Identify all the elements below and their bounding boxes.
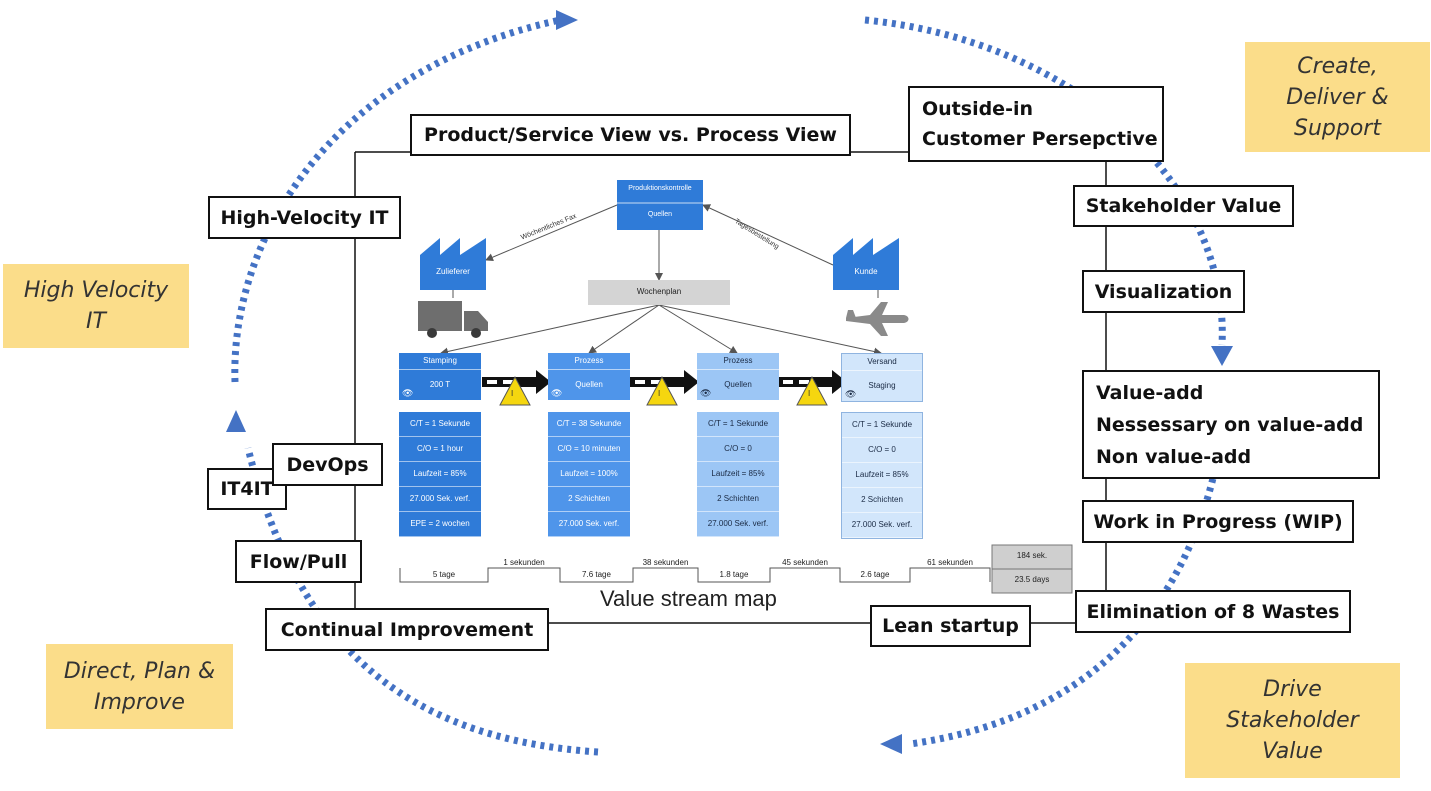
label-stakeholder-value: Stakeholder Value [1073, 185, 1294, 227]
process-value: Staging [868, 381, 896, 390]
arrowhead-left [226, 410, 246, 432]
data-row: C/T = 38 Sekunde [548, 412, 630, 437]
data-row: C/T = 1 Sekunde [399, 412, 481, 437]
data-box-1: C/T = 1 Sekunde C/O = 1 hour Laufzeit = … [399, 412, 481, 537]
data-row: 27.000 Sek. verf. [548, 512, 630, 537]
cycle-time: 38 sekunden [642, 558, 689, 567]
total-lead-time: 23.5 days [1014, 575, 1050, 584]
label-outside-in: Outside-in Customer Persepctive [908, 86, 1164, 162]
control-sub: Quellen [647, 211, 673, 218]
process-title: Prozess [548, 353, 630, 370]
inventory-mark: I [511, 389, 514, 398]
note-create-deliver-support: Create, Deliver & Support [1245, 42, 1430, 152]
process-title: Versand [842, 354, 922, 371]
data-row: C/O = 0 [697, 437, 779, 462]
label-devops: DevOps [272, 443, 383, 486]
label-wip: Work in Progress (WIP) [1082, 500, 1354, 543]
label-lean-startup: Lean startup [870, 605, 1031, 647]
eye-icon: 👁 [845, 389, 857, 399]
data-row: 27.000 Sek. verf. [842, 513, 922, 538]
label-flow-pull: Flow/Pull [235, 540, 362, 583]
process-box-1: Stamping 200 T 👁 [399, 353, 481, 400]
weekly-plan-label: Wochenplan [636, 287, 682, 296]
control-box [617, 180, 703, 230]
process-box-4: Versand Staging 👁 [841, 353, 923, 402]
truck-icon [418, 301, 488, 338]
data-row: 27.000 Sek. verf. [399, 487, 481, 512]
data-row: Laufzeit = 85% [842, 463, 922, 488]
label-value-add: Value-add Nessessary on value-add Non va… [1082, 370, 1380, 479]
data-row: C/O = 1 hour [399, 437, 481, 462]
customer-factory [833, 238, 899, 290]
process-value: Quellen [575, 380, 603, 389]
data-row: C/O = 10 minuten [548, 437, 630, 462]
note-direct-plan-improve: Direct, Plan & Improve [46, 644, 233, 729]
arrowhead-right [1211, 346, 1233, 366]
data-row: EPE = 2 wochen [399, 512, 481, 537]
eye-icon: 👁 [402, 388, 414, 398]
eye-icon: 👁 [551, 388, 563, 398]
vsm-connectors [440, 204, 882, 356]
timeline [399, 567, 991, 583]
weekly-plan-box [588, 280, 730, 305]
data-row: Laufzeit = 85% [399, 462, 481, 487]
label-it4it: IT4IT [207, 468, 287, 510]
label-product-service-view: Product/Service View vs. Process View [410, 114, 851, 156]
note-high-velocity-it: High Velocity IT [3, 264, 189, 348]
supplier-label: Zulieferer [436, 267, 470, 276]
lead-time: 5 tage [432, 570, 456, 579]
arrowhead-bottom [880, 734, 902, 754]
control-title: Produktionskontrolle [628, 185, 692, 192]
vsm-caption: Value stream map [600, 586, 777, 611]
inventory-triangles [499, 375, 828, 406]
total-cycle-time: 184 sek. [1016, 551, 1048, 560]
inventory-mark: I [658, 389, 661, 398]
lead-time: 7.6 tage [582, 570, 611, 579]
label-visualization: Visualization [1082, 270, 1245, 313]
cycle-time: 61 sekunden [927, 558, 973, 567]
data-box-4: C/T = 1 Sekunde C/O = 0 Laufzeit = 85% 2… [841, 412, 923, 539]
process-box-3: Prozess Quellen 👁 [697, 353, 779, 400]
label-eight-wastes: Elimination of 8 Wastes [1075, 590, 1351, 633]
process-box-2: Prozess Quellen 👁 [548, 353, 630, 400]
lead-time: 1.8 tage [719, 570, 749, 579]
cycle-arc-right-lower [909, 469, 1219, 748]
data-row: Laufzeit = 85% [697, 462, 779, 487]
data-box-2: C/T = 38 Sekunde C/O = 10 minuten Laufze… [548, 412, 630, 537]
customer-label: Kunde [854, 267, 878, 276]
cycle-arrowheads [226, 10, 1233, 754]
process-value: Quellen [724, 380, 752, 389]
data-row: C/T = 1 Sekunde [842, 413, 922, 438]
airplane-icon [846, 302, 909, 336]
note-drive-stakeholder-value: Drive Stakeholder Value [1185, 663, 1400, 778]
data-row: C/O = 0 [842, 438, 922, 463]
label-continual-improvement: Continual Improvement [265, 608, 549, 651]
data-row: 2 Schichten [548, 487, 630, 512]
data-box-3: C/T = 1 Sekunde C/O = 0 Laufzeit = 85% 2… [697, 412, 779, 537]
lead-time: 2.6 tage [860, 570, 890, 579]
inventory-mark: I [808, 389, 811, 398]
eye-icon: 👁 [700, 388, 712, 398]
label-high-velocity-it: High-Velocity IT [208, 196, 401, 239]
supplier-factory [420, 238, 486, 290]
process-value: 200 T [429, 380, 451, 389]
data-row: C/T = 1 Sekunde [697, 412, 779, 437]
data-row: 27.000 Sek. verf. [697, 512, 779, 537]
process-title: Stamping [399, 353, 481, 370]
data-row: 2 Schichten [842, 488, 922, 513]
data-row: Laufzeit = 100% [548, 462, 630, 487]
arrowhead-top [556, 10, 578, 30]
data-row: 2 Schichten [697, 487, 779, 512]
cycle-time: 1 sekunden [503, 558, 545, 567]
cycle-time: 45 sekunden [782, 558, 828, 567]
process-title: Prozess [697, 353, 779, 370]
